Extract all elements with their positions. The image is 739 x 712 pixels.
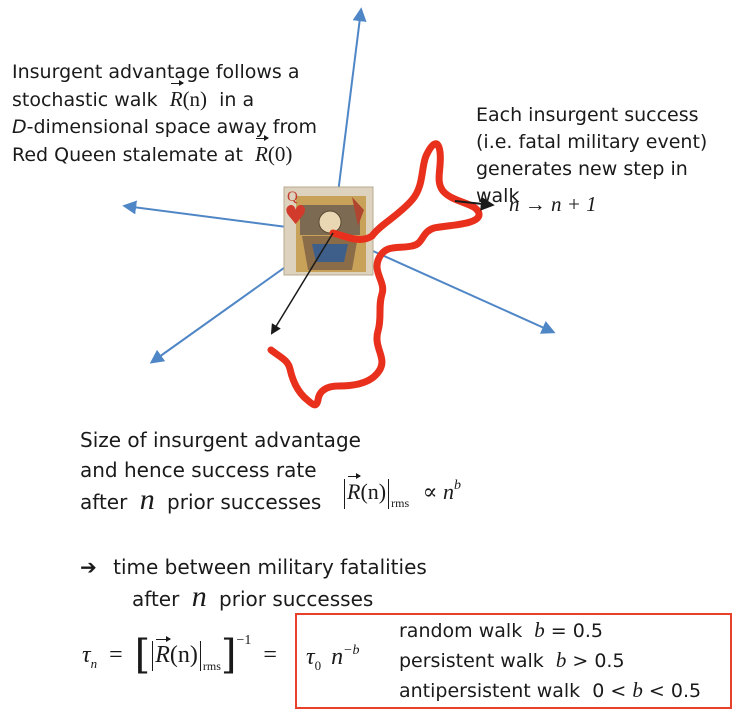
tau-zero: τ xyxy=(306,644,315,670)
tau-rhs-n: n xyxy=(331,644,344,670)
tau-rhs-exp: −b xyxy=(343,643,360,658)
size-formula: R(n) rms ∝ nb xyxy=(342,473,461,511)
size-line-3-prefix: after xyxy=(80,490,128,514)
vector-r-arg: (n) xyxy=(182,87,208,111)
walk-type-label: random walk xyxy=(399,620,523,642)
size-n-variable: n xyxy=(139,483,155,516)
top-left-line-2-suffix: in a xyxy=(219,89,255,111)
size-line-1: Size of insurgent advantage xyxy=(80,428,361,452)
radius-arrow xyxy=(270,232,334,335)
size-formula-arg: (n) xyxy=(360,479,387,504)
tau-rms: rms xyxy=(202,659,221,673)
walk-type-var: b xyxy=(534,618,545,642)
tau-rhs: τ0 n−b xyxy=(306,643,360,674)
dimension-d: D xyxy=(12,116,27,138)
size-formula-rms: rms xyxy=(391,496,410,510)
size-description: Size of insurgent advantage and hence su… xyxy=(80,425,361,517)
walk-type-label: persistent walk xyxy=(399,650,544,672)
vector-r: R xyxy=(169,80,184,111)
tau-zero-sub: 0 xyxy=(314,657,322,673)
size-line-2: and hence success rate xyxy=(80,458,317,482)
tau-lhs-sub: n xyxy=(90,655,98,671)
time-n-variable: n xyxy=(191,580,207,613)
right-bracket: ] xyxy=(220,632,237,678)
tau-exp: −1 xyxy=(236,633,252,648)
walk-type-cond: > 0.5 xyxy=(572,650,625,672)
vector-r-zero: R xyxy=(255,135,269,166)
walk-type-antipersistent: antipersistent walk 0 < b < 0.5 xyxy=(399,676,701,706)
top-right-line-3: generates new step in walk xyxy=(476,158,688,207)
abs-bar-left xyxy=(344,478,345,509)
top-left-line-3: D-dimensional space away from xyxy=(12,114,332,141)
top-right-line-1: Each insurgent success xyxy=(476,104,699,126)
size-line-3: after n prior successes xyxy=(80,485,361,517)
tau-abs-right xyxy=(199,641,201,672)
step-formula: n → n + 1 xyxy=(509,192,597,216)
size-formula-prop: ∝ n xyxy=(422,479,454,504)
top-right-line-2: (i.e. fatal military event) xyxy=(476,131,708,153)
walk-type-cond: = 0.5 xyxy=(550,620,603,642)
walk-type-cond: < 0.5 xyxy=(648,680,702,702)
top-left-line-3-suffix: -dimensional space away from xyxy=(26,116,317,138)
step-arrow xyxy=(454,196,495,211)
abs-bar-right xyxy=(388,478,390,509)
walk-type-var: b xyxy=(632,678,643,702)
top-left-line-1: Insurgent advantage follows a xyxy=(12,61,300,83)
top-left-description: Insurgent advantage follows a stochastic… xyxy=(12,59,332,169)
tau-formula: τn = [R(n) rms]−1 = xyxy=(82,632,283,678)
top-right-description: Each insurgent success (i.e. fatal milit… xyxy=(476,102,736,210)
size-formula-r: R xyxy=(347,473,362,504)
tau-r: R xyxy=(155,636,171,668)
walk-type-var: b xyxy=(555,648,567,672)
tau-eq-2: = xyxy=(263,642,277,668)
time-line-2-prefix: after xyxy=(132,587,180,611)
r-of-n-inline: R(n) xyxy=(169,80,208,111)
right-arrow-icon: ➔ xyxy=(80,555,97,579)
r-of-0-inline: R(0) xyxy=(255,135,293,166)
top-left-line-4-prefix: Red Queen stalemate at xyxy=(12,144,243,166)
tau-lhs: τ xyxy=(82,642,91,668)
tau-abs-left xyxy=(152,641,154,672)
card-suit-heart-icon: ♥ xyxy=(284,201,307,231)
random-walk-path xyxy=(267,140,483,409)
top-left-line-2-prefix: stochastic walk xyxy=(12,89,158,111)
time-line-1: ➔ time between military fatalities xyxy=(80,552,427,582)
top-left-line-4: Red Queen stalemate at R(0) xyxy=(12,135,332,169)
walk-types-list: random walk b = 0.5 persistent walk b > … xyxy=(399,616,701,706)
time-line-2: after n prior successes xyxy=(80,582,427,614)
walk-type-random: random walk b = 0.5 xyxy=(399,616,701,646)
time-line-2-suffix: prior successes xyxy=(219,587,374,611)
time-description: ➔ time between military fatalities after… xyxy=(80,552,427,614)
size-line-3-suffix: prior successes xyxy=(167,490,322,514)
walk-type-pre: 0 < xyxy=(592,680,627,702)
tau-eq-1: = xyxy=(109,642,123,668)
walk-types-box xyxy=(295,613,732,709)
time-line-1-text: time between military fatalities xyxy=(113,555,427,579)
tau-arg: (n) xyxy=(169,642,198,668)
top-left-line-2: stochastic walk R(n) in a xyxy=(12,80,332,114)
queen-of-hearts-card xyxy=(283,186,374,276)
card-rank: Q xyxy=(287,189,298,205)
size-formula-exp: b xyxy=(454,478,461,493)
walk-type-persistent: persistent walk b > 0.5 xyxy=(399,646,701,676)
vector-r-zero-arg: (0) xyxy=(267,142,293,166)
walk-type-label: antipersistent walk xyxy=(399,680,581,702)
left-bracket: [ xyxy=(134,632,151,678)
